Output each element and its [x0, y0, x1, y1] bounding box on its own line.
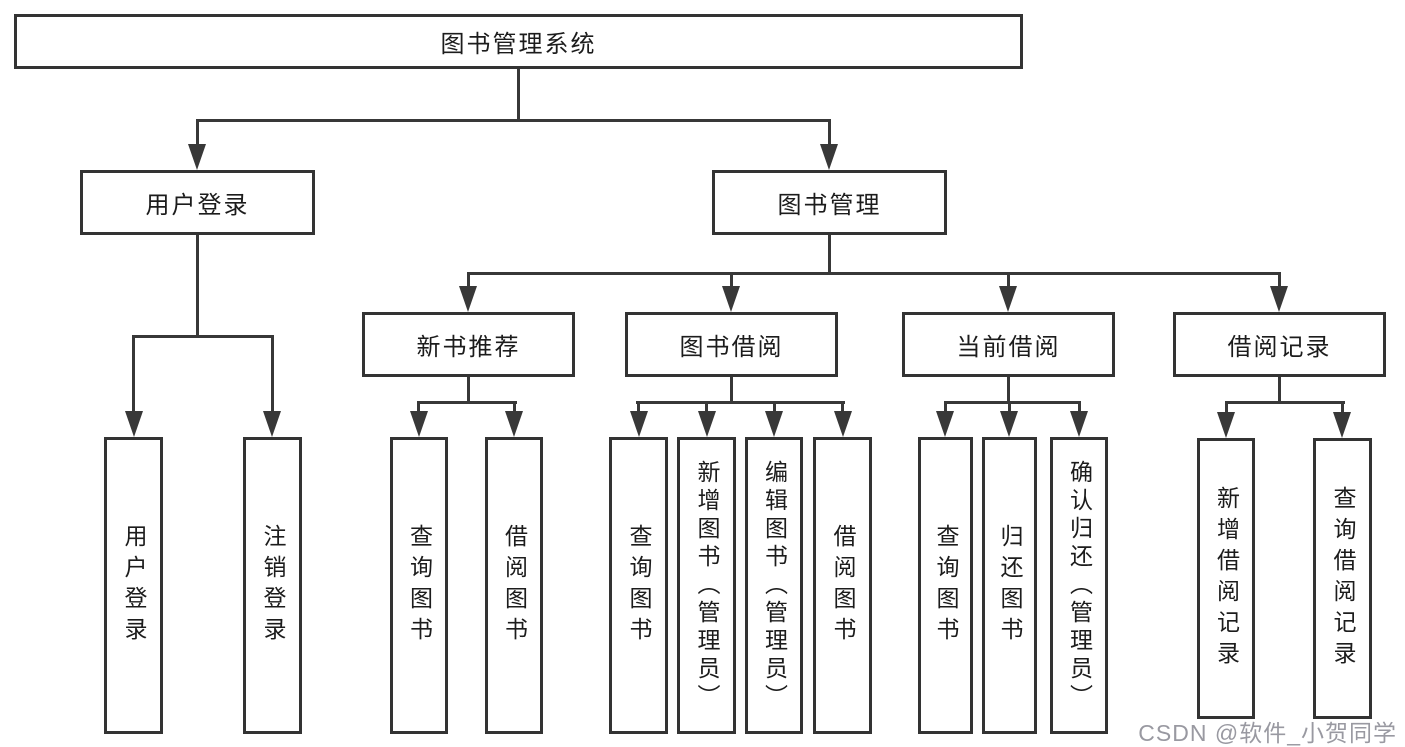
connector-line [467, 272, 1281, 275]
connector-line [730, 377, 733, 404]
connector-arrow-down [125, 411, 143, 437]
connector-arrow-down [1070, 411, 1088, 437]
connector-arrow-down [505, 411, 523, 437]
connector-line [636, 401, 845, 404]
connector-arrow-down [999, 286, 1017, 312]
leaf-query-borrow-record: 查询借阅记录 [1313, 438, 1372, 719]
leaf-query-borrow-record-label: 查询借阅记录 [1330, 485, 1356, 672]
connector-line [1341, 401, 1344, 414]
node-current-borrow-label: 当前借阅 [956, 334, 1061, 361]
leaf-confirm-return-admin: 确认归还（管理员） [1050, 437, 1108, 734]
connector-line [417, 401, 420, 413]
connector-line [196, 119, 199, 146]
connector-line [417, 401, 517, 404]
node-root-label: 图书管理系统 [440, 31, 597, 58]
leaf-add-book-admin: 新增图书（管理员） [677, 437, 736, 734]
node-user-login-label: 用户登录 [145, 192, 250, 219]
connector-line [1008, 401, 1011, 413]
connector-line [944, 401, 947, 413]
leaf-borrow-books-label: 借阅图书 [830, 523, 856, 648]
connector-arrow-down [630, 411, 648, 437]
leaf-query-books-recommend-label: 查询图书 [406, 523, 433, 648]
leaf-logout: 注销登录 [243, 437, 302, 734]
leaf-edit-book-admin: 编辑图书（管理员） [745, 437, 803, 734]
node-book-management: 图书管理 [712, 170, 947, 235]
connector-line [467, 377, 470, 404]
leaf-add-book-admin-label: 新增图书（管理员） [694, 459, 720, 712]
connector-line [271, 335, 274, 413]
node-book-borrow: 图书借阅 [625, 312, 838, 377]
leaf-query-books-current: 查询图书 [918, 437, 973, 734]
connector-arrow-down [765, 411, 783, 437]
connector-arrow-down [698, 411, 716, 437]
leaf-confirm-return-admin-label: 确认归还（管理员） [1066, 459, 1093, 712]
watermark: CSDN @软件_小贺同学 [1138, 720, 1397, 746]
connector-line [637, 401, 640, 413]
leaf-borrow-books: 借阅图书 [813, 437, 872, 734]
leaf-edit-book-admin-label: 编辑图书（管理员） [761, 459, 788, 712]
connector-arrow-down [263, 411, 281, 437]
connector-line [132, 335, 135, 413]
leaf-return-book: 归还图书 [982, 437, 1037, 734]
connector-line [828, 119, 831, 146]
node-new-book-recommend: 新书推荐 [362, 312, 575, 377]
leaf-user-login: 用户登录 [104, 437, 163, 734]
connector-arrow-down [188, 144, 206, 170]
connector-line [1278, 377, 1281, 404]
connector-line [196, 119, 831, 122]
leaf-borrow-books-recommend-label: 借阅图书 [501, 523, 528, 648]
connector-line [1278, 272, 1281, 288]
connector-line [705, 401, 708, 413]
connector-line [1225, 401, 1228, 414]
connector-arrow-down [410, 411, 428, 437]
node-book-management-label: 图书管理 [777, 192, 882, 219]
connector-line [196, 235, 199, 338]
leaf-user-login-label: 用户登录 [121, 523, 147, 648]
leaf-query-books-current-label: 查询图书 [933, 523, 959, 648]
connector-line [944, 401, 1081, 404]
connector-arrow-down [1000, 411, 1018, 437]
leaf-query-books-borrow: 查询图书 [609, 437, 668, 734]
connector-arrow-down [834, 411, 852, 437]
leaf-return-book-label: 归还图书 [997, 523, 1023, 648]
connector-arrow-down [1270, 286, 1288, 312]
node-root: 图书管理系统 [14, 14, 1023, 69]
leaf-query-books-borrow-label: 查询图书 [626, 523, 652, 648]
node-user-login: 用户登录 [80, 170, 315, 235]
connector-line [828, 235, 831, 275]
node-borrow-records: 借阅记录 [1173, 312, 1386, 377]
connector-arrow-down [1217, 412, 1235, 438]
connector-line [467, 272, 470, 288]
node-book-borrow-label: 图书借阅 [679, 334, 784, 361]
leaf-query-books-recommend: 查询图书 [390, 437, 448, 734]
leaf-add-borrow-record-label: 新增借阅记录 [1213, 485, 1240, 672]
node-new-book-recommend-label: 新书推荐 [416, 334, 521, 361]
connector-line [841, 401, 844, 413]
connector-arrow-down [1333, 412, 1351, 438]
connector-arrow-down [820, 144, 838, 170]
node-borrow-records-label: 借阅记录 [1227, 334, 1332, 361]
connector-line [513, 401, 516, 413]
connector-line [1007, 377, 1010, 404]
leaf-add-borrow-record: 新增借阅记录 [1197, 438, 1255, 719]
connector-line [773, 401, 776, 413]
connector-line [517, 69, 520, 121]
connector-line [1225, 401, 1345, 404]
connector-line [730, 272, 733, 288]
connector-arrow-down [936, 411, 954, 437]
node-current-borrow: 当前借阅 [902, 312, 1115, 377]
connector-line [1007, 272, 1010, 288]
connector-line [1078, 401, 1081, 413]
connector-arrow-down [722, 286, 740, 312]
leaf-logout-label: 注销登录 [260, 523, 286, 648]
connector-line [132, 335, 274, 338]
leaf-borrow-books-recommend: 借阅图书 [485, 437, 543, 734]
connector-arrow-down [459, 286, 477, 312]
